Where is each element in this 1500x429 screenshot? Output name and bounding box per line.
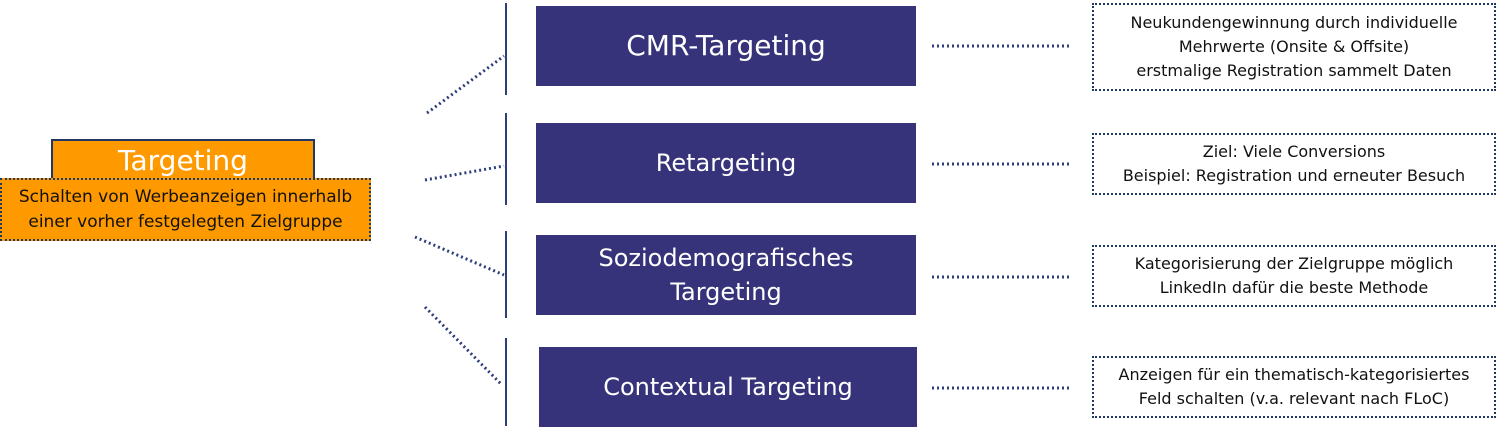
- method-label: CMR-Targeting: [626, 29, 826, 62]
- description-box-cmr-targeting: Neukundengewinnung durch individuelle Me…: [1092, 3, 1496, 91]
- method-box-contextual-targeting: Contextual Targeting: [539, 347, 917, 427]
- description-line: Feld schalten (v.a. relevant nach FLoC): [1138, 389, 1450, 408]
- root-link-4: [423, 305, 504, 387]
- method-box-soziodemografisches-targeting: Soziodemografisches Targeting: [536, 235, 916, 315]
- root-title: Targeting: [118, 143, 248, 177]
- description-line: Ziel: Viele Conversions: [1202, 142, 1386, 161]
- method-box-cmr-targeting: CMR-Targeting: [536, 6, 916, 86]
- method-label: Targeting: [670, 278, 782, 306]
- description-box-retargeting: Ziel: Viele Conversions Beispiel: Regist…: [1092, 133, 1496, 195]
- method-label: Soziodemografisches: [598, 244, 854, 272]
- description-line: Beispiel: Registration und erneuter Besu…: [1122, 166, 1466, 185]
- root-link-2: [424, 164, 505, 182]
- root-link-1: [426, 54, 505, 115]
- root-description-line: Schalten von Werbeanzeigen innerhalb: [18, 186, 353, 207]
- method-label: Retargeting: [655, 149, 797, 177]
- root-description-box: Schalten von Werbeanzeigen innerhalb ein…: [0, 178, 371, 241]
- description-line: Kategorisierung der Zielgruppe möglich: [1134, 254, 1454, 273]
- method-label: Contextual Targeting: [603, 373, 853, 401]
- description-box-contextual-targeting: Anzeigen für ein thematisch-kategorisier…: [1092, 356, 1496, 418]
- description-line: erstmalige Registration sammelt Daten: [1136, 61, 1452, 80]
- description-box-soziodemografisches-targeting: Kategorisierung der Zielgruppe möglich L…: [1092, 245, 1496, 307]
- root-description-line: einer vorher festgelegten Zielgruppe: [28, 211, 343, 232]
- root-link-3: [414, 235, 505, 277]
- description-line: Neukundengewinnung durch individuelle: [1130, 13, 1458, 32]
- method-box-retargeting: Retargeting: [536, 123, 916, 203]
- description-line: LinkedIn dafür die beste Methode: [1159, 278, 1429, 297]
- description-line: Anzeigen für ein thematisch-kategorisier…: [1118, 365, 1470, 384]
- root-title-box: Targeting: [51, 139, 315, 181]
- description-line: Mehrwerte (Onsite & Offsite): [1178, 37, 1410, 56]
